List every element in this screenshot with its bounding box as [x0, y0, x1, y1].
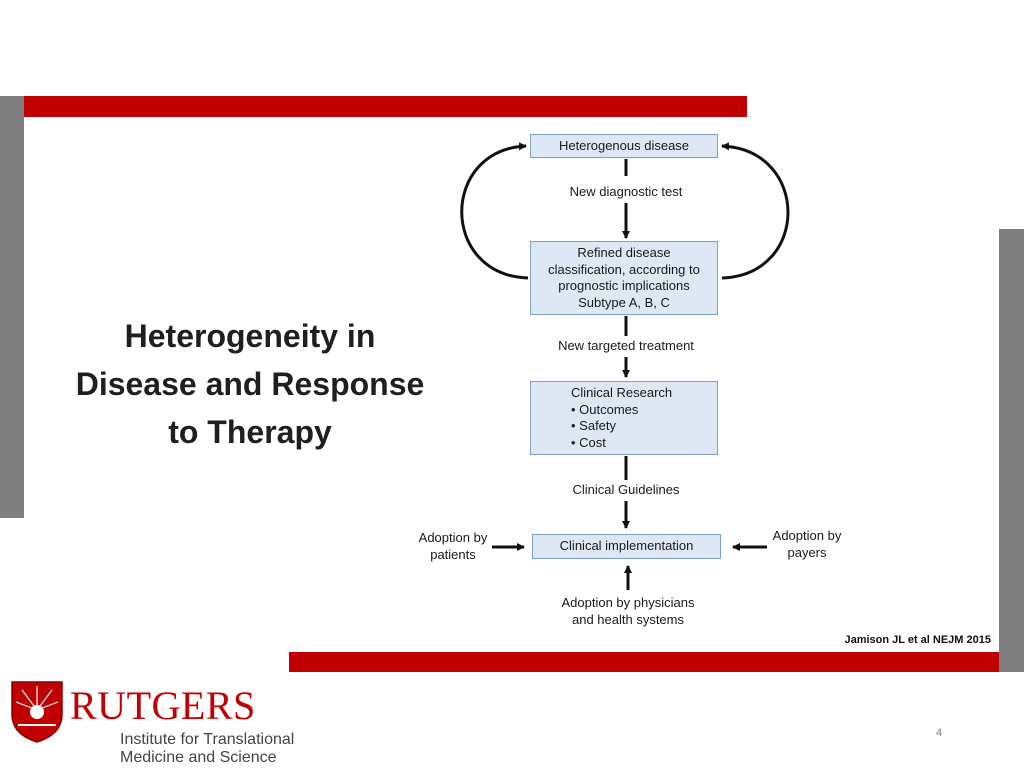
clinical-research-title: Clinical Research: [571, 385, 673, 400]
node-heterogenous-disease-label: Heterogenous disease: [558, 137, 690, 153]
label-new-diagnostic-test: New diagnostic test: [569, 184, 683, 199]
node-refined-classification: Refined disease classification, accordin…: [530, 241, 718, 315]
bottom-red-bar: [289, 652, 999, 672]
refined-line-4: Subtype A, B, C: [578, 294, 670, 310]
clinical-research-bullets: Outcomes Safety Cost: [571, 402, 638, 452]
bullet-safety: Safety: [571, 418, 638, 435]
node-clinical-implementation: Clinical implementation: [532, 534, 721, 559]
rutgers-wordmark: RUTGERS: [70, 683, 256, 728]
node-heterogenous-disease: Heterogenous disease: [530, 134, 718, 158]
node-clinical-implementation-label: Clinical implementation: [559, 538, 694, 554]
institute-line-1: Institute for Translational: [120, 731, 295, 748]
loop-arrow-right: [721, 142, 790, 280]
bullet-cost: Cost: [571, 435, 638, 452]
title-line-1: Heterogeneity in: [124, 318, 376, 354]
refined-line-1: Refined disease: [577, 245, 671, 260]
bullet-outcomes: Outcomes: [571, 402, 638, 419]
top-red-bar: [24, 96, 747, 117]
rutgers-shield-logo: [11, 681, 63, 743]
adoption-patients-line-1: Adoption by: [418, 530, 488, 545]
title-line-3: to Therapy: [168, 414, 332, 450]
node-clinical-research: Clinical Research Outcomes Safety Cost: [530, 381, 718, 455]
institute-name: Institute for Translational Medicine and…: [120, 731, 294, 767]
adoption-payers-line-1: Adoption by: [772, 528, 842, 543]
label-new-targeted-treatment: New targeted treatment: [558, 338, 694, 353]
label-adoption-patients: Adoption by patients: [410, 530, 496, 563]
page-number: 4: [936, 727, 943, 739]
institute-line-2: Medicine and Science: [120, 749, 277, 766]
label-adoption-payers: Adoption by payers: [764, 528, 850, 561]
left-gray-bar: [0, 96, 24, 518]
slide-title: Heterogeneity in Disease and Response to…: [40, 312, 460, 456]
adoption-patients-line-2: patients: [430, 546, 476, 562]
right-gray-bar: [999, 229, 1024, 672]
adoption-physicians-line-2: and health systems: [571, 611, 684, 627]
refined-line-3: prognostic implications: [558, 278, 690, 293]
loop-arrow-left: [460, 142, 529, 280]
adoption-physicians-line-1: Adoption by physicians: [561, 595, 695, 610]
label-clinical-guidelines: Clinical Guidelines: [572, 482, 680, 497]
label-adoption-physicians: Adoption by physicians and health system…: [548, 595, 708, 628]
refined-line-2: classification, according to: [548, 261, 700, 277]
citation: Jamison JL et al NEJM 2015: [844, 634, 991, 646]
title-line-2: Disease and Response: [75, 366, 425, 402]
adoption-payers-line-2: payers: [787, 544, 827, 560]
